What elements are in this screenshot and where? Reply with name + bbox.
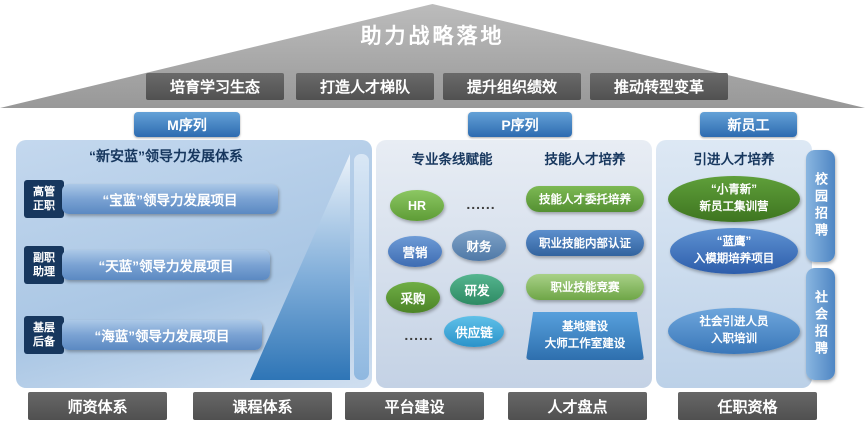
foundation-qualification: 任职资格: [678, 392, 817, 420]
panel-m-series: “新安蓝”领导力发展体系 高管 正职 “宝蓝”领导力发展项目 副职 助理 “天蓝…: [16, 140, 372, 388]
m-series-title: “新安蓝”领导力发展体系: [89, 148, 243, 164]
program-social-onboarding: 社会引进人员 入职培训: [668, 308, 800, 354]
ellipsis-bottom: ......: [404, 327, 434, 343]
function-rnd: 研发: [450, 274, 504, 305]
tab-campus-recruiting: 校园招聘: [806, 150, 835, 262]
new-employee-title: 引进人才培养: [693, 152, 775, 167]
foundation-faculty-system: 师资体系: [28, 392, 167, 420]
program-skill-competition: 职业技能竞赛: [526, 274, 644, 300]
project-hailan: “海蓝”领导力发展项目: [62, 320, 262, 350]
goal-transformation: 推动转型变革: [590, 73, 728, 100]
program-xiaoqingxin: “小青新” 新员工集训营: [668, 176, 800, 222]
function-hr: HR: [390, 190, 444, 221]
header-m-series: M序列: [134, 112, 240, 137]
foundation-talent-review: 人才盘点: [508, 392, 647, 420]
program-lanying: “蓝鹰” 入模期培养项目: [670, 228, 798, 274]
tab-social-recruiting: 社会招聘: [806, 268, 835, 380]
project-baolan: “宝蓝”领导力发展项目: [62, 184, 278, 214]
panel-p-series: 专业条线赋能 技能人才培养 HR ...... 营销 财务 采购 研发 ....…: [376, 140, 652, 388]
p-left-title: 专业条线赋能: [411, 152, 493, 167]
goal-learning-ecosystem: 培育学习生态: [146, 73, 284, 100]
grade-executive: 高管 正职: [24, 180, 64, 218]
function-procurement: 采购: [386, 282, 440, 313]
function-marketing: 营销: [388, 236, 442, 267]
foundation-platform-building: 平台建设: [345, 392, 484, 420]
header-new-employee: 新员工: [700, 112, 797, 137]
project-tianlan: “天蓝”领导力发展项目: [62, 250, 270, 280]
foundation-course-system: 课程体系: [193, 392, 332, 420]
goal-talent-pipeline: 打造人才梯队: [296, 73, 434, 100]
program-internal-certification: 职业技能内部认证: [526, 230, 644, 256]
function-finance: 财务: [452, 230, 506, 261]
goal-org-performance: 提升组织绩效: [443, 73, 581, 100]
roof-title: 助力战略落地: [360, 25, 505, 48]
grade-deputy: 副职 助理: [24, 246, 64, 284]
panel-new-employee: 引进人才培养 “小青新” 新员工集训营 “蓝鹰” 入模期培养项目 社会引进人员 …: [656, 140, 812, 388]
function-supply-chain: 供应链: [444, 316, 504, 347]
ellipsis-top: ......: [466, 196, 496, 212]
program-entrusted-training: 技能人才委托培养: [526, 186, 644, 212]
grade-grassroots: 基层 后备: [24, 316, 64, 354]
header-p-series: P序列: [468, 112, 572, 137]
side-bar-shape: [354, 154, 369, 380]
p-right-title: 技能人才培养: [544, 152, 626, 167]
program-base-building: 基地建设 大师工作室建设: [526, 312, 644, 360]
